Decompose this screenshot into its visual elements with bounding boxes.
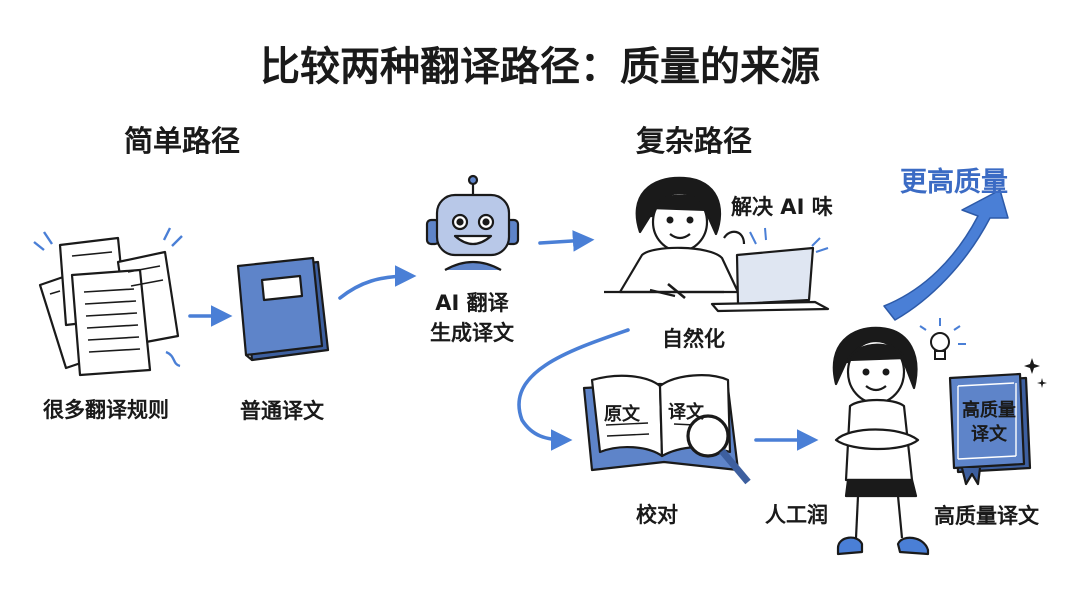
step-label-ai-1: AI 翻译	[435, 291, 509, 315]
page-title: 比较两种翻译路径：质量的来源	[260, 44, 820, 90]
section-title-simple: 简单路径	[124, 124, 241, 158]
book-label-final-1: 高质量	[962, 400, 1016, 421]
book-icon	[236, 256, 330, 362]
step-label-ai-2: 生成译文	[430, 321, 514, 345]
paper-stack-icon	[33, 227, 183, 377]
arrow-plain-to-ai	[338, 265, 417, 300]
flow-arrows	[188, 230, 819, 451]
step-label-naturalize: 自然化	[662, 327, 725, 351]
book-label-target: 译文	[668, 402, 704, 423]
step-label-remove-ai: 解决 AI 味	[731, 195, 833, 219]
arrow-ai-to-laptop	[538, 230, 595, 252]
quality-book-icon	[948, 372, 1032, 486]
book-label-final-2: 译文	[971, 424, 1007, 445]
open-book-magnifier-icon	[582, 374, 751, 485]
arrow-laptop-to-proofread	[517, 328, 630, 451]
trend-up-arrow-icon	[883, 189, 1009, 321]
book-label-source: 原文	[604, 404, 640, 425]
girl-arms-crossed-icon	[832, 326, 930, 556]
higher-quality-label: 更高质量	[900, 167, 1008, 198]
step-label-final: 高质量译文	[934, 504, 1039, 528]
step-label-plain: 普通译文	[240, 399, 324, 423]
step-label-proofread: 校对	[636, 503, 678, 527]
sparkle-icon	[1024, 358, 1047, 388]
girl-laptop-icon	[604, 176, 830, 313]
lightbulb-icon	[919, 318, 966, 360]
step-label-rules: 很多翻译规则	[43, 398, 169, 422]
section-title-complex: 复杂路径	[636, 124, 753, 158]
robot-icon	[425, 174, 520, 271]
step-label-human: 人工润	[765, 503, 828, 527]
